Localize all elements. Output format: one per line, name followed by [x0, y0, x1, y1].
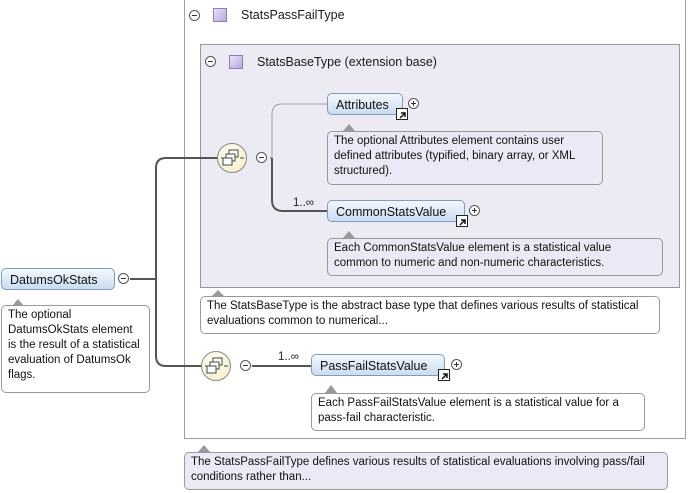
pass-fail-stats-value-element[interactable]: PassFailStatsValue: [311, 354, 445, 376]
sequence-icon: [217, 143, 247, 173]
expand-pass-fail-icon[interactable]: [451, 359, 462, 370]
common-stats-note-tail: [343, 231, 355, 238]
root-element-description: The optional DatumsOkStats element is th…: [1, 305, 150, 393]
reference-arrow-icon: [456, 215, 468, 227]
base-type-description: The StatsBaseType is the abstract base t…: [200, 296, 660, 334]
base-type-title: StatsBaseType (extension base): [257, 55, 437, 69]
reference-arrow-icon: [438, 369, 450, 381]
outer-type-title: StatsPassFailType: [241, 8, 345, 22]
root-note-tail: [12, 299, 24, 306]
collapse-base-type-icon[interactable]: [205, 56, 216, 67]
attributes-description: The optional Attributes element contains…: [327, 131, 603, 185]
expand-common-stats-icon[interactable]: [469, 205, 480, 216]
common-stats-description: Each CommonStatsValue element is a stati…: [327, 238, 663, 276]
reference-arrow-icon: [396, 108, 408, 120]
collapse-sequence-icon[interactable]: [256, 152, 267, 163]
pass-fail-note-tail: [325, 385, 337, 393]
pass-fail-description: Each PassFailStatsValue element is a sta…: [311, 393, 645, 431]
complex-type-icon: [213, 8, 227, 22]
collapse-root-icon[interactable]: [118, 273, 129, 284]
collapse-outer-sequence-icon[interactable]: [240, 360, 251, 371]
common-stats-cardinality: 1..∞: [293, 197, 314, 209]
attributes-note-tail: [343, 124, 355, 131]
common-stats-value-element[interactable]: CommonStatsValue: [327, 200, 465, 222]
sequence-icon: [201, 351, 231, 381]
outer-type-description: The StatsPassFailType defines various re…: [184, 452, 668, 490]
outer-type-note-tail: [198, 445, 210, 452]
collapse-outer-type-icon[interactable]: [189, 10, 200, 21]
base-type-note-tail: [212, 290, 224, 296]
expand-attributes-icon[interactable]: [408, 98, 419, 109]
attributes-element[interactable]: Attributes: [327, 93, 403, 115]
base-type-icon: [229, 55, 243, 69]
datums-ok-stats-element[interactable]: DatumsOkStats: [1, 268, 115, 290]
pass-fail-cardinality: 1..∞: [278, 351, 299, 363]
